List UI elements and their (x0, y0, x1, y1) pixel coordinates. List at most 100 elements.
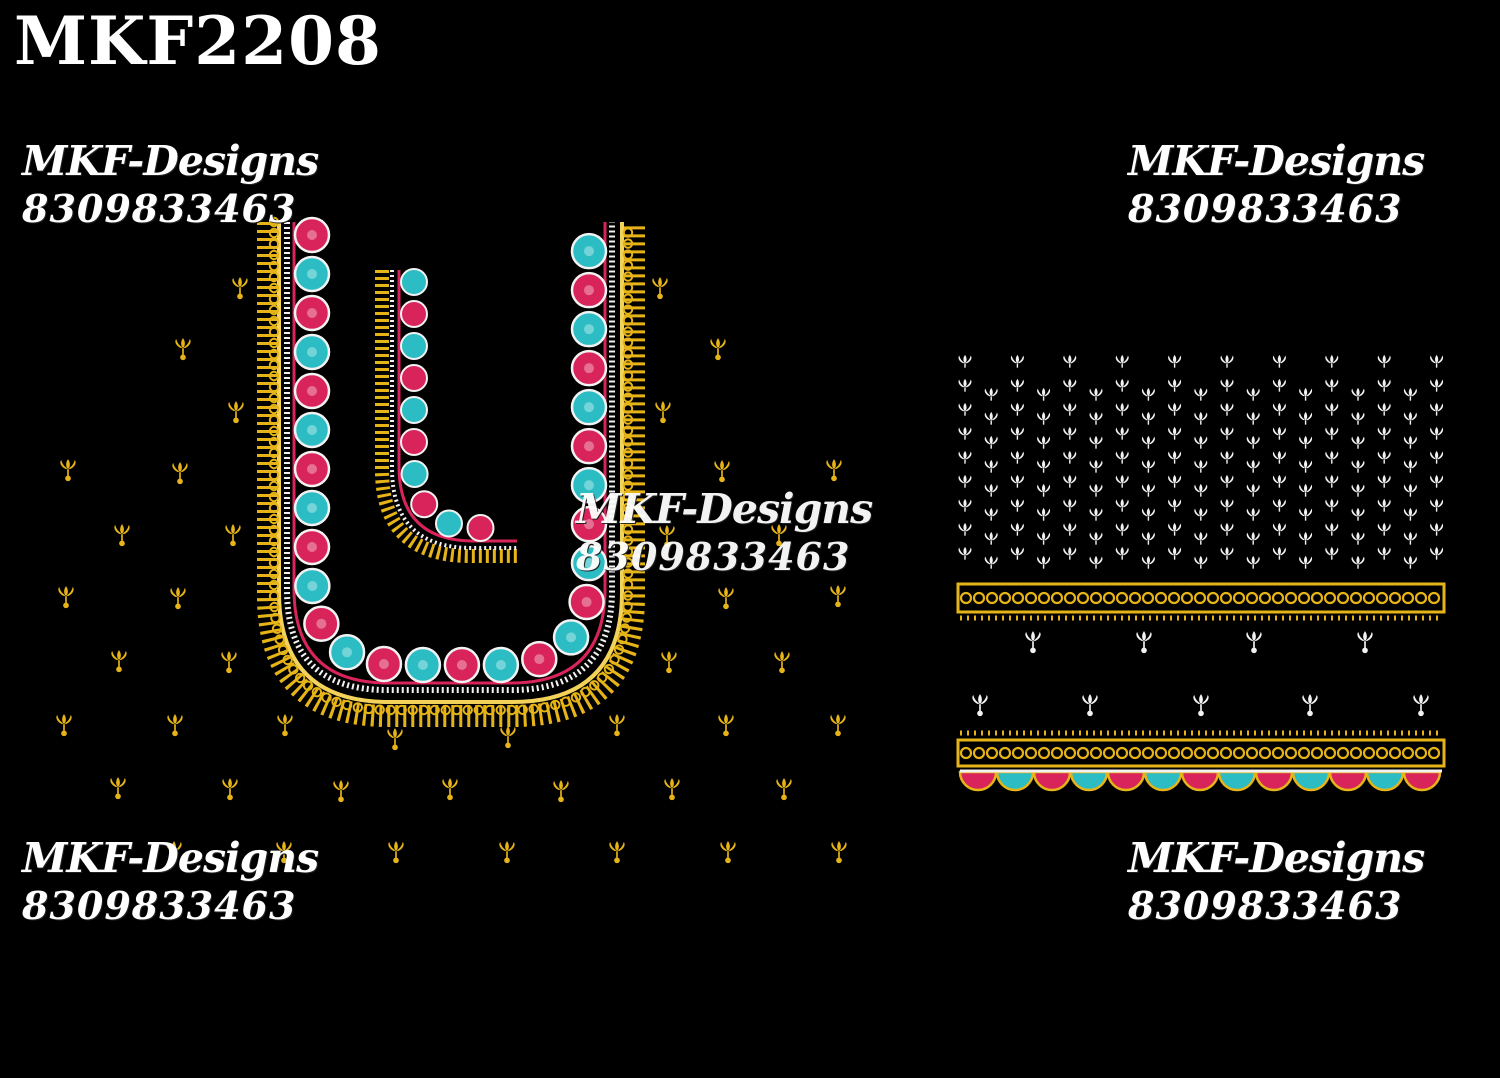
watermark-bottom-left: MKF-Designs 8309833463 (22, 833, 319, 929)
gold-ring (1128, 746, 1142, 760)
scallop (570, 544, 608, 582)
white-vine-motif (1089, 411, 1103, 425)
gold-ring (462, 704, 473, 716)
butta-motif (387, 728, 403, 751)
white-vine-motif (1220, 450, 1234, 464)
scallop (400, 364, 428, 392)
scallop (570, 349, 608, 387)
gold-ring (268, 348, 280, 360)
white-vine-motif (1430, 378, 1444, 392)
scallop (400, 428, 428, 456)
scallop (303, 605, 340, 642)
white-vine-motif (1037, 507, 1051, 521)
white-butta-motif (1413, 694, 1429, 717)
butta-motif (499, 841, 515, 864)
gold-ring (268, 491, 280, 503)
white-vine-motif (1115, 474, 1129, 488)
gold-ring (1375, 746, 1389, 760)
white-vine-motif (1089, 387, 1103, 401)
white-vine-motif (1141, 555, 1155, 569)
scallop-center (584, 441, 594, 452)
scallop (1143, 770, 1183, 792)
gold-ring (622, 403, 634, 414)
white-vine-motif (1115, 498, 1129, 512)
gold-ring (1011, 591, 1025, 605)
gold-ring (959, 746, 973, 760)
butta-motif (553, 780, 569, 803)
gold-ring (268, 579, 280, 591)
gold-ring (959, 591, 973, 605)
white-vine-motif (1272, 402, 1286, 416)
gold-ring (407, 704, 418, 716)
white-vine-motif (1115, 546, 1129, 560)
white-vine-motif (1220, 498, 1234, 512)
gold-ring (622, 370, 634, 381)
gold-ring (619, 623, 631, 634)
gold-band (956, 738, 1446, 768)
scallop (466, 514, 495, 542)
scallop-center (307, 269, 317, 279)
white-vine-motif (984, 531, 998, 545)
white-vine-motif (1272, 426, 1286, 440)
butta-motif (718, 587, 734, 610)
gold-ring (622, 337, 634, 348)
butta-motif (831, 841, 847, 864)
butta-motif (228, 401, 244, 424)
white-vine-motif (1037, 435, 1051, 449)
gold-ring (1401, 746, 1415, 760)
gold-ring (622, 326, 634, 337)
white-vine-motif (1115, 450, 1129, 464)
gold-ring (484, 704, 495, 716)
gold-ring (622, 293, 634, 304)
scallop (400, 300, 428, 328)
butta-motif (714, 460, 730, 483)
gold-ring (268, 326, 280, 338)
white-vine-motif (1430, 354, 1444, 368)
white-vine-motif (1377, 522, 1391, 536)
white-vine-motif (1325, 522, 1339, 536)
gold-ring (622, 315, 634, 326)
gold-ring (517, 704, 528, 715)
white-butta-motif (1302, 694, 1318, 717)
gold-ring (1024, 746, 1038, 760)
white-vine-motif (1168, 546, 1182, 560)
scallop (293, 372, 331, 410)
neck-band (284, 222, 615, 693)
white-vine-motif (1299, 507, 1313, 521)
gold-ring (268, 293, 280, 305)
white-vine-motif (1325, 378, 1339, 392)
gold-ring (1115, 746, 1129, 760)
butta-motif (500, 726, 516, 749)
gold-ring (621, 612, 632, 623)
white-vine-motif (1403, 507, 1417, 521)
white-vine-motif (1351, 531, 1365, 545)
gold-ring (429, 704, 440, 716)
gold-ring (985, 746, 999, 760)
gold-ring (622, 590, 634, 601)
butta-motif (655, 401, 671, 424)
gold-ring (341, 699, 353, 711)
white-vine-motif (1403, 387, 1417, 401)
white-vine-motif (984, 507, 998, 521)
scallop-center (584, 246, 594, 257)
white-vine-motif (1168, 498, 1182, 512)
white-vine-motif (1430, 474, 1444, 488)
watermark-phone: 8309833463 (1128, 883, 1403, 929)
white-vine-motif (1403, 531, 1417, 545)
gold-ring (1115, 591, 1129, 605)
gold-ring (622, 359, 634, 370)
gold-ring (1362, 746, 1376, 760)
gold-ring (1024, 591, 1038, 605)
butta-motif (664, 778, 680, 801)
white-vine-motif (1115, 402, 1129, 416)
white-vine-motif (1351, 459, 1365, 473)
butta-motif (58, 586, 74, 609)
scallop (1402, 770, 1442, 792)
gold-ring (589, 680, 600, 691)
white-vine-motif (958, 450, 972, 464)
white-vine-motif (958, 378, 972, 392)
white-vine-motif (958, 426, 972, 440)
white-vine-motif (1272, 546, 1286, 560)
white-vine-motif (1010, 474, 1024, 488)
